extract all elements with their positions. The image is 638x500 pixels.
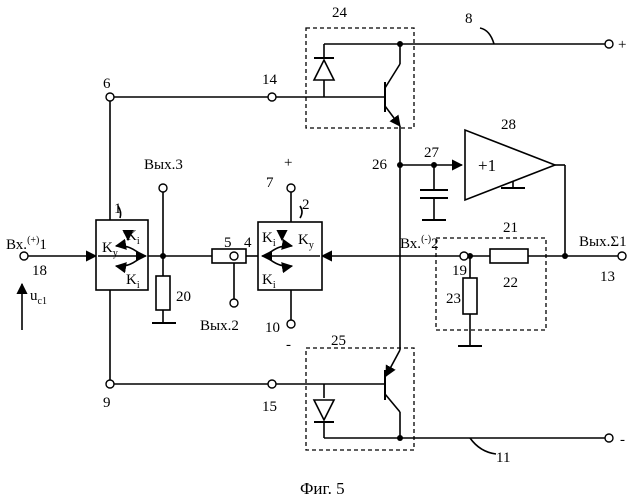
block-1: Ky Ki Ki: [96, 220, 148, 291]
label-out3: Вых.3: [144, 157, 183, 173]
resistor-5: [212, 249, 246, 263]
label-27: 27: [424, 145, 440, 161]
label-10: 10: [265, 320, 280, 336]
label-out-sum: Вых.Σ1: [579, 234, 627, 250]
label-24: 24: [332, 5, 348, 21]
resistor-23: [463, 278, 477, 314]
label-6: 6: [103, 76, 111, 92]
label-u-c1: uc1: [30, 288, 47, 307]
label-in-neg: Вх.(-)2: [400, 234, 439, 252]
transistor-25: [306, 348, 414, 450]
label-5: 5: [224, 235, 232, 251]
label-26: 26: [372, 157, 388, 173]
amp-gain-label: +1: [478, 156, 496, 175]
label-23: 23: [446, 291, 461, 307]
label-28: 28: [501, 117, 516, 133]
label-minus-bottom: -: [620, 432, 625, 448]
label-22: 22: [503, 275, 518, 291]
label-15: 15: [262, 399, 277, 415]
resistor-22: [490, 249, 528, 263]
block-2: Ki Ky Ki: [258, 222, 322, 291]
junction-dots: [160, 41, 568, 441]
label-8: 8: [465, 11, 473, 27]
divider-21: [436, 238, 546, 330]
label-9: 9: [103, 395, 111, 411]
label-7: 7: [266, 175, 274, 191]
label-19: 19: [452, 263, 467, 279]
label-in-pos: Вх.(+)1: [6, 235, 47, 253]
buffer-amplifier-28: +1: [465, 130, 555, 200]
label-11: 11: [496, 450, 510, 466]
figure-caption: Фиг. 5: [300, 479, 345, 498]
label-14: 14: [262, 72, 278, 88]
label-20: 20: [176, 289, 191, 305]
label-2: 2: [302, 197, 310, 213]
label-plus-7: +: [284, 155, 292, 171]
resistor-20: [156, 276, 170, 310]
label-minus-10: -: [286, 337, 291, 353]
label-21: 21: [503, 220, 518, 236]
label-25: 25: [331, 333, 346, 349]
label-4: 4: [244, 235, 252, 251]
label-plus-top: +: [618, 37, 626, 53]
label-18: 18: [32, 263, 47, 279]
label-13: 13: [600, 269, 615, 285]
label-1: 1: [114, 201, 122, 217]
label-out2: Вых.2: [200, 318, 239, 334]
